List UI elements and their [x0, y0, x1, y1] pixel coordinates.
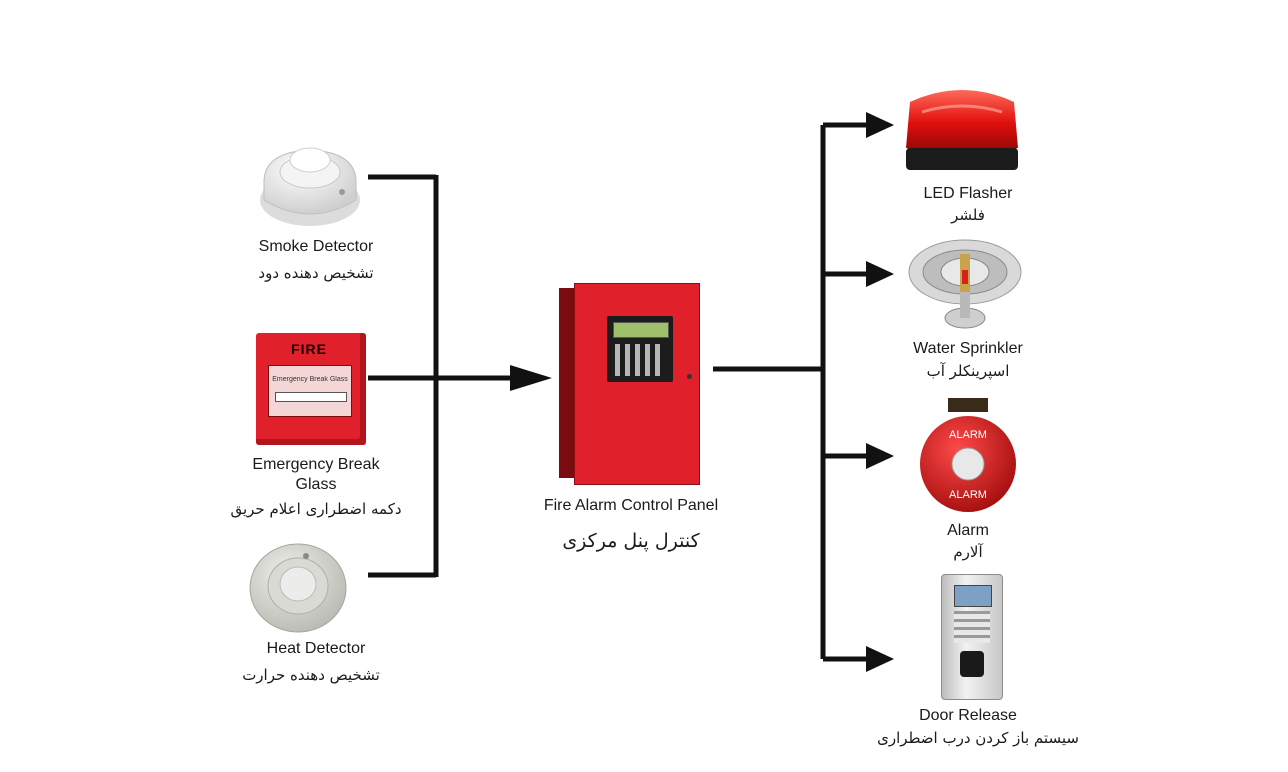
break-glass-label-line1: Emergency Break [252, 456, 380, 473]
arrow-to-flasher [866, 112, 894, 138]
heat-detector-label-fa: تشخیص دهنده حرارت [242, 666, 380, 684]
break-glass-label-line2: Glass [295, 476, 337, 493]
alarm-label: Alarm [947, 522, 989, 539]
break-glass-label-fa: دکمه اضطراری اعلام حریق [230, 500, 402, 518]
door-release-keypad [954, 611, 990, 643]
panel-lcd-display [613, 322, 669, 338]
alarm-label-fa: آلارم [953, 543, 983, 561]
door-release-screen [954, 585, 992, 607]
break-glass-device: FIRE Emergency Break Glass [256, 333, 366, 445]
arrow-to-door-release [866, 646, 894, 672]
water-sprinkler-label: Water Sprinkler [913, 340, 1023, 357]
break-glass-strip-text: Emergency Break Glass [272, 376, 348, 383]
smoke-detector-label: Smoke Detector [258, 238, 374, 255]
door-release-label-fa: سیستم باز کردن درب اضطراری [877, 729, 1079, 747]
alarm-bell-icon: ALARM ALARM [920, 398, 1016, 512]
heat-detector-icon [249, 543, 347, 633]
break-glass-fire-text: FIRE [291, 341, 327, 357]
panel-keypad-area [607, 316, 673, 382]
alarm-bell-text-top: ALARM [949, 429, 987, 441]
fingerprint-reader [960, 651, 984, 677]
led-flasher-icon [906, 90, 1018, 170]
input-bus-lines [368, 174, 512, 578]
door-release-label: Door Release [919, 707, 1017, 724]
break-glass-element [275, 392, 347, 402]
control-panel-label-fa: کنترل پنل مرکزی [562, 530, 700, 552]
heat-detector-label: Heat Detector [266, 640, 366, 657]
smoke-detector-label-fa: تشخیص دهنده دود [258, 264, 374, 282]
output-bus-lines [713, 122, 868, 662]
arrow-to-alarm [866, 443, 894, 469]
water-sprinkler-icon [908, 239, 1022, 329]
smoke-detector-icon [260, 147, 360, 226]
panel-side [559, 288, 577, 478]
panel-lock [687, 374, 692, 379]
door-release-device [941, 574, 1003, 700]
arrow-to-sprinkler [866, 261, 894, 287]
arrow-to-panel [510, 365, 552, 391]
control-panel-label: Fire Alarm Control Panel [543, 497, 719, 514]
control-panel-device [574, 283, 700, 485]
panel-keypad-buttons [615, 344, 665, 376]
alarm-bell-text-bottom: ALARM [949, 489, 987, 501]
water-sprinkler-label-fa: اسپرینکلر آب [926, 362, 1010, 380]
led-flasher-label: LED Flasher [923, 185, 1013, 202]
led-flasher-label-fa: فلشر [951, 206, 985, 224]
break-glass-window: Emergency Break Glass [268, 365, 352, 417]
